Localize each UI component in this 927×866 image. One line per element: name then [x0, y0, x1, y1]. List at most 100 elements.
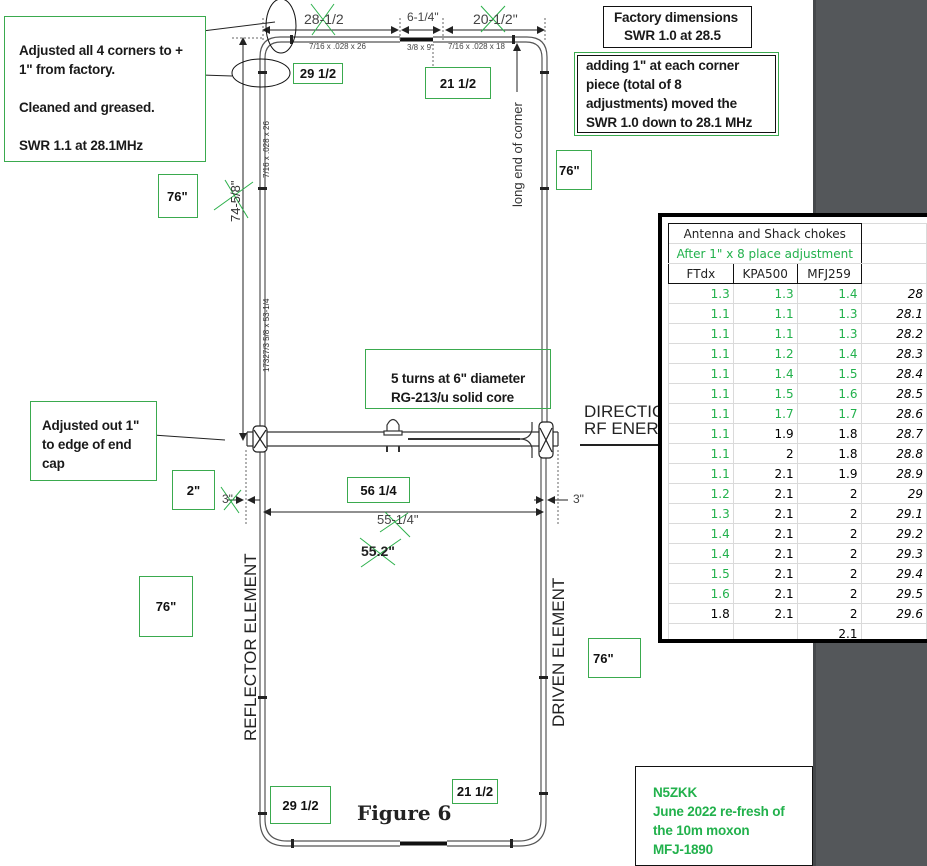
factory-note-box: Factory dimensions SWR 1.0 at 28.5: [603, 6, 752, 48]
choke-note-line2: RG-213/u solid core: [391, 390, 514, 405]
cell-freq: 29: [860, 483, 927, 504]
new-dim-bottom-left: 29 1/2: [270, 786, 331, 824]
cell-mfj259: 1.3: [796, 323, 862, 344]
dim-top-center: 6-1/4": [407, 10, 439, 24]
cell-mfj259: 1.8: [796, 423, 862, 444]
cell-ftdx: 1.4: [668, 523, 734, 544]
tube-joints: [258, 35, 549, 848]
cell-ftdx: 1.1: [668, 463, 734, 484]
cell-freq: 28.9: [860, 463, 927, 484]
new-dim-bottom-right: 21 1/2: [452, 779, 498, 804]
cell-freq: 28.2: [860, 323, 927, 344]
cell-mfj259: 1.5: [796, 363, 862, 384]
antenna-frame: [259, 36, 548, 847]
adding-note-line2: piece (total of 8: [586, 77, 682, 92]
factory-note-line2: SWR 1.0 at 28.5: [624, 28, 721, 43]
cell-ftdx: 1.1: [668, 303, 734, 324]
cell-freq: 28.6: [860, 403, 927, 424]
cell-mfj259: 1.3: [796, 303, 862, 324]
extra-value-cell: 2.1: [796, 623, 862, 639]
cell-ftdx: 1.1: [668, 423, 734, 444]
cell-freq: 29.2: [860, 523, 927, 544]
cell-kpa500: 2.1: [732, 523, 798, 544]
dim-right-gap: 3": [573, 492, 584, 506]
cell-mfj259: 2: [796, 583, 862, 604]
cell-mfj259: 1.8: [796, 443, 862, 464]
cell-kpa500: 1.2: [732, 343, 798, 364]
signature-box: N5ZKK June 2022 re-fresh of the 10m moxo…: [635, 766, 813, 866]
corners-note-line4: SWR 1.1 at 28.1MHz: [19, 138, 143, 153]
figure-caption: Figure 6: [357, 801, 452, 825]
boom-clamps: [252, 421, 554, 459]
signature-line1: N5ZKK: [653, 785, 698, 800]
corners-note-line2: 1" from factory.: [19, 62, 115, 77]
reflector-element-label: REFLECTOR ELEMENT: [241, 553, 260, 741]
new-dim-top-right: 21 1/2: [425, 67, 491, 99]
cell-mfj259: 2: [796, 503, 862, 524]
cell-ftdx: 1.5: [668, 563, 734, 584]
cell-mfj259: 2: [796, 563, 862, 584]
cell-mfj259: 2: [796, 483, 862, 504]
column-header-ftdx: FTdx: [668, 263, 734, 284]
table-title: Antenna and Shack chokes: [668, 223, 862, 244]
adding-note-line1: adding 1" at each corner: [586, 58, 740, 73]
new-dim-gap: 2": [172, 470, 215, 510]
direction-label-line1: DIRECTIO: [584, 402, 666, 421]
table-subtitle: After 1" x 8 place adjustment: [668, 243, 862, 264]
endcap-note-line2: to edge of end: [42, 437, 132, 452]
cell-mfj259: 1.9: [796, 463, 862, 484]
cell-mfj259: 1.6: [796, 383, 862, 404]
cell-ftdx: 1.1: [668, 443, 734, 464]
dim-left-gap-original: 3": [222, 492, 233, 506]
cell-ftdx: 1.1: [668, 343, 734, 364]
cell-mfj259: 2: [796, 603, 862, 624]
new-dim-lower-left-height: 76": [139, 576, 193, 637]
cell-mfj259: 1.4: [796, 283, 862, 304]
adding-note-inner: adding 1" at each corner piece (total of…: [577, 55, 776, 133]
cell-freq: 28.1: [860, 303, 927, 324]
signature-line3: the 10m moxon: [653, 823, 750, 838]
adding-note-line3: adjustments) moved the: [586, 96, 737, 111]
new-dim-lower-right-height: 76": [588, 638, 641, 678]
cell-ftdx: 1.1: [668, 323, 734, 344]
new-dim-left-height: 76": [158, 174, 198, 218]
tube-spec-top-center: 3/8 x 9": [407, 43, 434, 52]
cell-ftdx: 1.6: [668, 583, 734, 604]
column-header-mfj259: MFJ259: [796, 263, 862, 284]
cell-kpa500: 1.7: [732, 403, 798, 424]
cell-freq: 28.5: [860, 383, 927, 404]
factory-note-line1: Factory dimensions: [614, 10, 738, 25]
cell-freq: 29.5: [860, 583, 927, 604]
endcap-note-box: Adjusted out 1" to edge of end cap: [30, 401, 157, 481]
corner-ellipse-top: [265, 0, 297, 54]
cell-freq: 28: [860, 283, 927, 304]
cell-freq: 28.7: [860, 423, 927, 444]
adding-note-line4: SWR 1.0 down to 28.1 MHz: [586, 115, 753, 130]
cell-kpa500: 2.1: [732, 543, 798, 564]
cell-ftdx: 1.3: [668, 283, 734, 304]
corners-note-box: Adjusted all 4 corners to + 1" from fact…: [4, 16, 206, 162]
dim-spacing-alt: 55.2": [361, 543, 395, 559]
driven-element-label: DRIVEN ELEMENT: [549, 577, 568, 727]
cell-kpa500: 2.1: [732, 463, 798, 484]
cell-ftdx: 1.1: [668, 383, 734, 404]
tube-spec-top-right: 7/16 x .028 x 18: [448, 42, 505, 51]
cell-freq: 28.4: [860, 363, 927, 384]
extension-lines: [232, 18, 559, 524]
cell-freq: 29.3: [860, 543, 927, 564]
